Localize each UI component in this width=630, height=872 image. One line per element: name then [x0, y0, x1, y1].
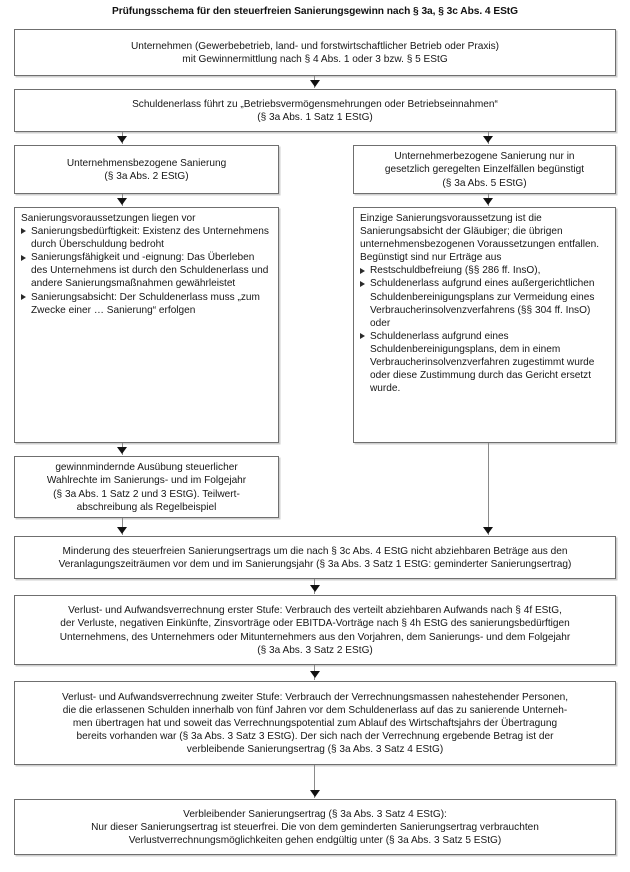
arrow-schuldenerlass-to-left-branch: [117, 136, 127, 143]
triangle-bullet-icon: [360, 280, 365, 287]
triangle-bullet-icon: [21, 293, 26, 300]
node-sanierungsvoraussetzungen-rechts: Einzige Sanierungsvoraussetzung ist die …: [353, 207, 616, 443]
list-item-label: Sanierungsabsicht: Der Schuldenerlass mu…: [31, 291, 260, 316]
list-item-label: Sanierungsbedürftigkeit: Existenz des Un…: [31, 226, 269, 251]
node-zweite-stufe: Verlust- und Aufwandsverrechnung zweiter…: [14, 681, 616, 765]
node-minderung: Minderung des steuerfreien Sanierungsert…: [14, 536, 616, 579]
node-erste-stufe-line-1: Verlust- und Aufwandsverrechnung erster …: [68, 605, 562, 617]
arrow-unternehmen-to-schuldenerlass: [309, 80, 320, 87]
connector-zweite-stufe-to-verbleibender: [314, 765, 316, 798]
list-item-label: Sanierungsfähigkeit und -eignung: Das Üb…: [31, 252, 269, 290]
node-schuldenerlass-line-1: Schuldenerlass führt zu „Betriebsvermöge…: [132, 98, 498, 110]
arrow-left-branch-to-voraussetzungen: [117, 198, 127, 205]
node-erste-stufe-line-3: Unternehmens, des Unternehmers oder Mitu…: [59, 631, 571, 643]
node-unternehmensbezogene-line-2: (§ 3a Abs. 2 EStG): [104, 171, 189, 182]
node-erste-stufe-line-2: der Verluste, negativen Einkünfte, Zinsv…: [60, 618, 570, 630]
triangle-bullet-icon: [21, 228, 26, 235]
triangle-bullet-icon: [21, 254, 26, 261]
node-zweite-stufe-line-4: bereits vorhanden war (§ 3a Abs. 3 Satz …: [76, 731, 554, 743]
node-erste-stufe-line-4: (§ 3a Abs. 3 Satz 2 EStG): [257, 644, 373, 656]
list-item: Schuldenerlass aufgrund eines außergeric…: [360, 277, 609, 329]
node-verbleibender-line-2: Nur dieser Sanierungsertrag ist steuerfr…: [91, 821, 539, 833]
arrow-minderung-to-erste-stufe: [309, 585, 320, 592]
voraussetzungen-rechts-intro: Einzige Sanierungsvoraussetzung ist die …: [360, 213, 600, 264]
arrow-right-branch-to-voraussetzungen: [483, 198, 493, 205]
node-wahlrechte-line-4: abschreibung als Regelbeispiel: [76, 501, 217, 513]
node-unternehmen: Unternehmen (Gewerbebetrieb, land- und f…: [14, 29, 616, 76]
list-item: Sanierungsbedürftigkeit: Existenz des Un…: [21, 225, 272, 251]
node-schuldenerlass: Schuldenerlass führt zu „Betriebsvermöge…: [14, 89, 616, 132]
page-title: Prüfungsschema für den steuerfreien Sani…: [111, 6, 519, 17]
node-verbleibender-sanierungsertrag: Verbleibender Sanierungsertrag (§ 3a Abs…: [14, 799, 616, 855]
node-unternehmerbezogene-line-1: Unternehmerbezogene Sanierung nur in: [394, 151, 575, 163]
node-zweite-stufe-line-2: die die erlassenen Schulden innerhalb vo…: [62, 704, 568, 716]
triangle-bullet-icon: [360, 333, 365, 340]
node-unternehmerbezogene-sanierung: Unternehmerbezogene Sanierung nur in ges…: [353, 145, 616, 194]
list-item: Schuldenerlass aufgrund eines Schuldenbe…: [360, 330, 609, 395]
node-wahlrechte: gewinnmindernde Ausübung steuerlicher Wa…: [14, 456, 279, 518]
node-unternehmen-line-1: Unternehmen (Gewerbebetrieb, land- und f…: [130, 40, 500, 52]
voraussetzungen-links-list: Sanierungsbedürftigkeit: Existenz des Un…: [21, 225, 272, 317]
arrow-voraussetzungen-to-wahlrechte: [117, 447, 127, 454]
node-unternehmerbezogene-line-3: (§ 3a Abs. 5 EStG): [442, 177, 527, 189]
arrow-wahlrechte-to-minderung: [117, 527, 127, 534]
node-unternehmen-line-2: mit Gewinnermittlung nach § 4 Abs. 1 ode…: [182, 54, 448, 65]
node-verbleibender-line-3: Verlustverrechnungsmöglichkeiten gehen e…: [128, 835, 502, 847]
list-item-label: Schuldenerlass aufgrund eines Schuldenbe…: [370, 330, 595, 395]
list-item: Restschuldbefreiung (§§ 286 ff. InsO),: [360, 264, 609, 277]
list-item: Sanierungsfähigkeit und -eignung: Das Üb…: [21, 251, 272, 290]
node-minderung-line-2: Veranlagungszeiträumen vor dem und im Sa…: [58, 559, 572, 570]
node-verbleibender-line-1: Verbleibender Sanierungsertrag (§ 3a Abs…: [183, 808, 447, 820]
node-unternehmerbezogene-line-2: gesetzlich geregelten Einzelfällen begün…: [384, 164, 585, 176]
node-zweite-stufe-line-3: men übertragen hat und soweit das Verrec…: [72, 717, 558, 729]
list-item: Sanierungsabsicht: Der Schuldenerlass mu…: [21, 291, 272, 317]
node-wahlrechte-line-2: Wahlrechte im Sanierungs- und im Folgeja…: [46, 475, 247, 487]
voraussetzungen-rechts-list: Restschuldbefreiung (§§ 286 ff. InsO), S…: [360, 264, 609, 395]
arrow-schuldenerlass-to-right-branch: [483, 136, 493, 143]
voraussetzungen-links-intro: Sanierungsvoraussetzungen liegen vor: [21, 213, 196, 224]
arrow-erste-stufe-to-zweite-stufe: [309, 671, 320, 678]
node-wahlrechte-line-3: (§ 3a Abs. 1 Satz 2 und 3 EStG). Teilwer…: [53, 488, 240, 500]
triangle-bullet-icon: [360, 267, 365, 274]
connector-voraussetzungen-rechts-to-minderung: [487, 443, 489, 535]
node-zweite-stufe-line-1: Verlust- und Aufwandsverrechnung zweiter…: [61, 691, 569, 703]
arrow-voraussetzungen-rechts-to-minderung: [483, 527, 493, 534]
node-schuldenerlass-line-2: (§ 3a Abs. 1 Satz 1 EStG): [257, 112, 373, 123]
arrow-zweite-stufe-to-verbleibender: [309, 790, 320, 797]
node-sanierungsvoraussetzungen-links: Sanierungsvoraussetzungen liegen vor San…: [14, 207, 279, 443]
node-erste-stufe: Verlust- und Aufwandsverrechnung erster …: [14, 595, 616, 665]
node-minderung-line-1: Minderung des steuerfreien Sanierungsert…: [62, 545, 568, 557]
list-item-label: Restschuldbefreiung (§§ 286 ff. InsO),: [370, 265, 541, 277]
node-wahlrechte-line-1: gewinnmindernde Ausübung steuerlicher: [55, 462, 238, 474]
node-unternehmensbezogene-line-1: Unternehmensbezogene Sanierung: [66, 157, 227, 169]
connector-wahlrechte-to-minderung: [121, 518, 123, 535]
node-unternehmensbezogene-sanierung: Unternehmensbezogene Sanierung (§ 3a Abs…: [14, 145, 279, 194]
list-item-label: Schuldenerlass aufgrund eines außergeric…: [370, 278, 595, 329]
node-zweite-stufe-line-5: verbleibende Sanierungsertrag (§ 3a Abs.…: [186, 744, 444, 756]
